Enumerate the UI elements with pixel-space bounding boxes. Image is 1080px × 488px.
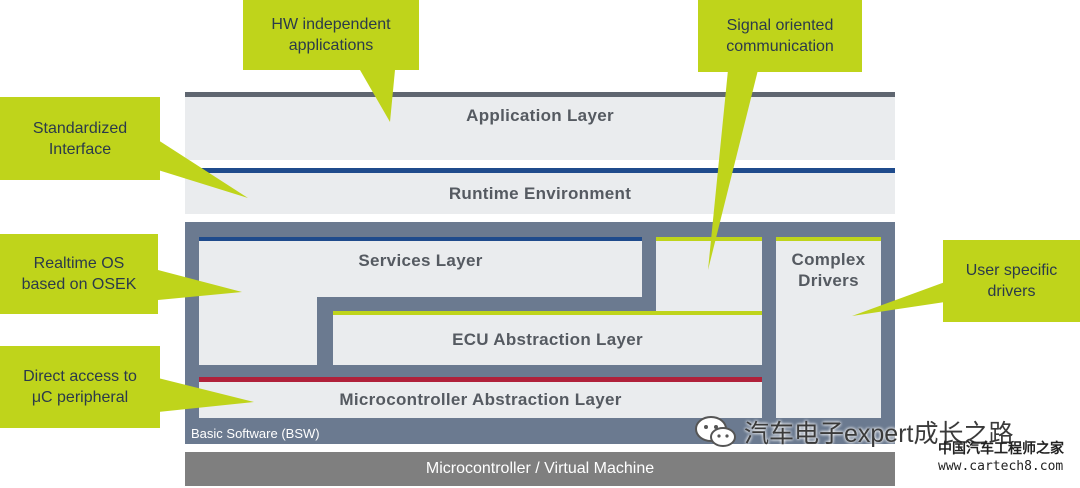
callout-user-specific-text: User specific drivers bbox=[965, 262, 1058, 300]
services-layer-lower bbox=[199, 296, 317, 365]
ecu-abstraction-label: ECU Abstraction Layer bbox=[452, 330, 643, 349]
complex-drivers-layer: Complex Drivers bbox=[776, 237, 881, 418]
callout-direct-access: Direct access to μC peripheral bbox=[0, 346, 160, 428]
runtime-environment-layer: Runtime Environment bbox=[185, 168, 895, 214]
callout-realtime-os-text: Realtime OS based on OSEK bbox=[21, 255, 137, 293]
mcal-label: Microcontroller Abstraction Layer bbox=[339, 390, 622, 409]
watermark-site-cn: 中国汽车工程师之家 bbox=[938, 441, 1064, 457]
bsw-label: Basic Software (BSW) bbox=[191, 426, 320, 441]
wechat-icon bbox=[695, 416, 736, 447]
services-layer: Services Layer bbox=[199, 237, 642, 297]
callout-signal-oriented: Signal oriented communication bbox=[698, 0, 862, 72]
mcal-layer: Microcontroller Abstraction Layer bbox=[199, 377, 762, 418]
callout-standardized: Standardized Interface bbox=[0, 97, 160, 180]
watermark: 汽车电子expert成长之路 bbox=[694, 414, 1013, 450]
callout-signal-oriented-text: Signal oriented communication bbox=[726, 17, 834, 55]
callout-hw-independent: HW independent applications bbox=[243, 0, 419, 70]
callout-standardized-text: Standardized Interface bbox=[32, 119, 128, 158]
microcontroller-layer: Microcontroller / Virtual Machine bbox=[185, 452, 895, 486]
watermark-site-url: www.cartech8.com bbox=[938, 459, 1064, 474]
callout-realtime-os: Realtime OS based on OSEK bbox=[0, 234, 158, 314]
callout-direct-access-text: Direct access to μC peripheral bbox=[23, 368, 137, 406]
complex-drivers-label: Complex Drivers bbox=[791, 250, 866, 290]
callout-hw-independent-text: HW independent applications bbox=[271, 16, 391, 54]
application-layer: Application Layer bbox=[185, 92, 895, 160]
callout-user-specific: User specific drivers bbox=[943, 240, 1080, 322]
watermark-site: 中国汽车工程师之家 www.cartech8.com bbox=[938, 440, 1078, 476]
services-layer-label: Services Layer bbox=[358, 251, 483, 270]
application-layer-label: Application Layer bbox=[466, 105, 614, 125]
watermark-title: 汽车电子expert成长之路 bbox=[744, 420, 1014, 448]
ecu-abstraction-layer: ECU Abstraction Layer bbox=[333, 311, 762, 365]
microcontroller-label: Microcontroller / Virtual Machine bbox=[425, 460, 655, 477]
runtime-environment-label: Runtime Environment bbox=[448, 183, 632, 203]
ecu-abstraction-upper bbox=[656, 237, 762, 317]
